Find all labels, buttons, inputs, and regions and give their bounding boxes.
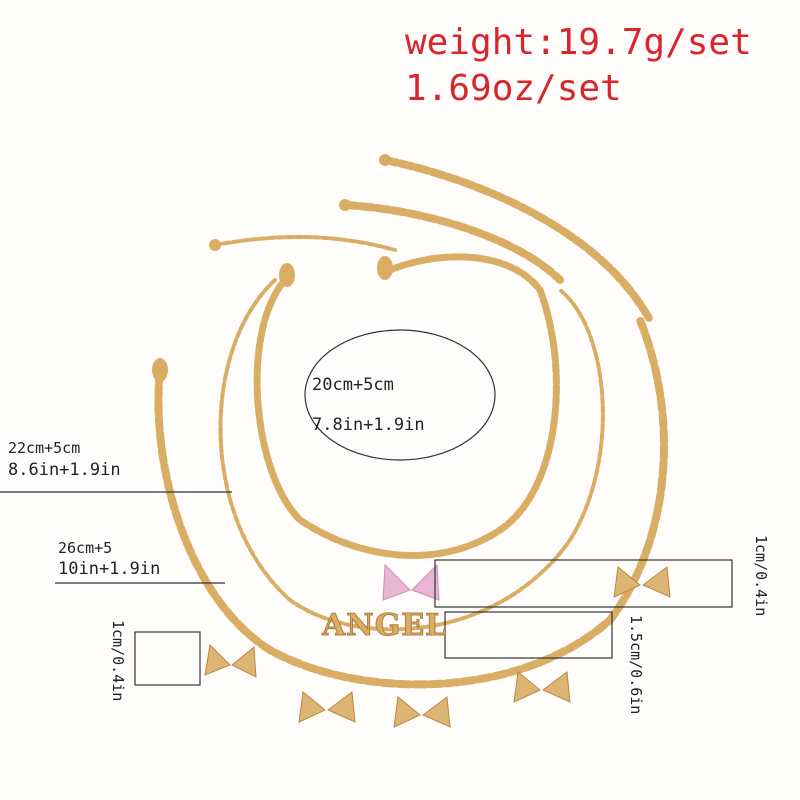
chain-large xyxy=(154,156,668,689)
butterfly-charms xyxy=(204,566,671,728)
medium-in: 8.6in+1.9in xyxy=(8,460,121,480)
large-in: 10in+1.9in xyxy=(58,559,161,579)
chain-end-bead xyxy=(339,199,351,211)
weight-grams: weight:19.7g/set xyxy=(405,22,752,63)
measure-box xyxy=(434,559,733,608)
chain-small xyxy=(253,253,560,559)
medium-cm: 22cm+5cm xyxy=(8,439,81,457)
charm-right-size: 1cm/0.4in xyxy=(752,535,770,617)
chain-medium xyxy=(213,235,605,632)
measure-box xyxy=(444,611,613,659)
measure-box xyxy=(134,631,201,686)
clasp xyxy=(377,256,393,280)
small-cm: 20cm+5cm xyxy=(312,375,394,395)
chain-end-bead xyxy=(379,154,391,166)
clasp xyxy=(152,358,168,382)
pendant-size: 1.5cm/0.6in xyxy=(627,615,645,715)
weight-ounces: 1.69oz/set xyxy=(405,68,622,109)
size-bubble xyxy=(304,329,496,461)
pink-butterfly-icon xyxy=(382,563,440,601)
angel-pendant: ANGEL xyxy=(321,608,448,644)
charm-left-size: 1cm/0.4in xyxy=(109,620,127,702)
clasp xyxy=(279,263,295,287)
small-in: 7.8in+1.9in xyxy=(312,415,425,435)
chain-end-bead xyxy=(209,239,221,251)
large-cm: 26cm+5 xyxy=(58,539,113,557)
